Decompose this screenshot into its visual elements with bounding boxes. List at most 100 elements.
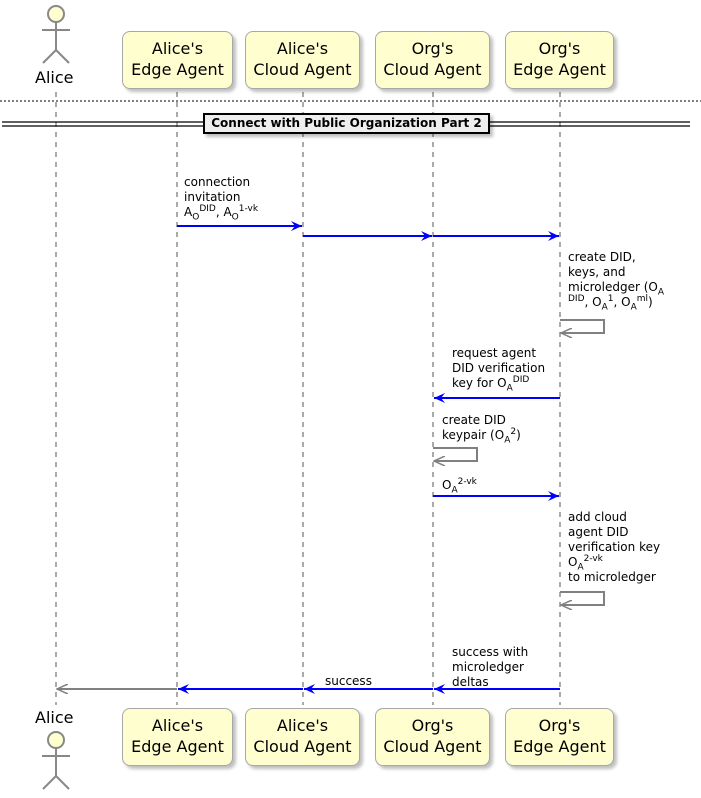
label-segment: ) bbox=[648, 295, 653, 309]
label-segment: success with bbox=[452, 645, 529, 659]
participant-label: Cloud Agent bbox=[253, 60, 352, 79]
label-line: create DID bbox=[442, 413, 521, 428]
label-line: to microledger bbox=[568, 570, 660, 585]
label-line: success with bbox=[452, 645, 528, 660]
label-line: request agent bbox=[452, 346, 545, 361]
label-segment: A bbox=[601, 302, 608, 313]
label-segment: create DID bbox=[442, 413, 506, 427]
participant-label: Cloud Agent bbox=[383, 60, 482, 79]
label-segment: 2 bbox=[510, 427, 517, 437]
label-segment: A bbox=[504, 435, 511, 446]
self-arrow-keypair bbox=[433, 447, 478, 461]
self-arrow-create bbox=[560, 319, 605, 333]
participant-label: Org's bbox=[411, 716, 454, 735]
label-segment: A bbox=[630, 302, 637, 313]
label-segment: to microledger bbox=[568, 570, 656, 584]
label-segment: invitation bbox=[184, 190, 241, 204]
label-line: success bbox=[325, 674, 372, 689]
label-segment: DID verification bbox=[452, 361, 546, 375]
label-line: invitation bbox=[184, 190, 258, 205]
label-segment: microledger bbox=[452, 660, 524, 674]
participant-label: Edge Agent bbox=[131, 60, 224, 79]
label-line: OA2-vk bbox=[442, 477, 477, 495]
label-segment: add cloud bbox=[568, 510, 627, 524]
label-segment: A bbox=[657, 287, 665, 298]
label-segment: DID bbox=[568, 294, 585, 304]
participant-label: Cloud Agent bbox=[253, 737, 352, 756]
label-segment: keys, and bbox=[568, 265, 626, 279]
participant-label: Alice's bbox=[151, 716, 204, 735]
participant-label: Org's bbox=[538, 716, 581, 735]
group-title: Connect with Public Organization Part 2 bbox=[203, 113, 490, 134]
label-segment: , A bbox=[215, 205, 232, 219]
actor-icon-top bbox=[42, 5, 70, 64]
label-segment: DID bbox=[512, 375, 530, 385]
label-segment: O bbox=[442, 478, 452, 492]
participant-label: Edge Agent bbox=[513, 60, 606, 79]
participant-label: Edge Agent bbox=[131, 737, 224, 756]
label-segment: DID bbox=[199, 204, 216, 214]
label-segment: 2-vk bbox=[457, 477, 477, 487]
label-segment: A bbox=[506, 383, 513, 394]
label-line: keypair (OA2) bbox=[442, 427, 521, 446]
label-segment: connection bbox=[184, 175, 251, 189]
label-segment: 1 bbox=[607, 294, 614, 304]
label-segment: 2-vk bbox=[583, 554, 603, 564]
label-segment: deltas bbox=[452, 675, 489, 689]
label-line: verification key bbox=[568, 540, 660, 555]
label-segment: microledger (O bbox=[568, 280, 658, 294]
participant-label: Alice's bbox=[276, 39, 329, 58]
label-segment: , O bbox=[613, 295, 631, 309]
label-line: key for OADID bbox=[452, 375, 545, 394]
participant-label: Cloud Agent bbox=[383, 737, 482, 756]
label-line: deltas bbox=[452, 675, 528, 690]
label-line: keys, and bbox=[568, 265, 664, 280]
label-segment: agent DID bbox=[568, 525, 629, 539]
label-segment: keypair (O bbox=[442, 428, 505, 442]
label-line: add cloud bbox=[568, 510, 660, 525]
label-line: connection bbox=[184, 175, 258, 190]
label-segment: O bbox=[192, 212, 200, 223]
actor-icon-bottom bbox=[42, 731, 70, 790]
label-line: microledger (OA bbox=[568, 280, 665, 298]
message-label-vk: OA2-vk bbox=[442, 477, 477, 495]
participant-label: Edge Agent bbox=[513, 737, 606, 756]
label-segment: ml bbox=[636, 294, 649, 304]
label-segment: O bbox=[568, 555, 578, 569]
message-label-success: success bbox=[325, 674, 372, 689]
actor-alice-label-bottom: Alice bbox=[35, 708, 74, 727]
label-segment: A bbox=[184, 205, 193, 219]
label-line: agent DID bbox=[568, 525, 660, 540]
label-line: OA2-vk bbox=[568, 554, 660, 573]
participant-label: Org's bbox=[411, 39, 454, 58]
label-segment: A bbox=[577, 562, 584, 573]
label-line: create DID, bbox=[568, 250, 664, 265]
participant-label: Org's bbox=[538, 39, 581, 58]
participant-label: Alice's bbox=[276, 716, 329, 735]
label-segment: , O bbox=[584, 295, 602, 309]
label-line: DID verification bbox=[452, 361, 545, 376]
label-segment: success bbox=[325, 674, 372, 688]
actor-alice-label: Alice bbox=[35, 68, 74, 87]
label-segment: 1-vk bbox=[238, 204, 259, 214]
label-segment: request agent bbox=[452, 346, 537, 360]
label-segment: key for O bbox=[452, 376, 507, 390]
label-segment: create DID, bbox=[568, 250, 636, 264]
label-line: microledger bbox=[452, 660, 528, 675]
label-line: AODID, AO1-vk bbox=[184, 204, 259, 223]
label-line: DID, OA1, OAml) bbox=[568, 294, 664, 313]
self-arrow-add bbox=[560, 591, 605, 605]
